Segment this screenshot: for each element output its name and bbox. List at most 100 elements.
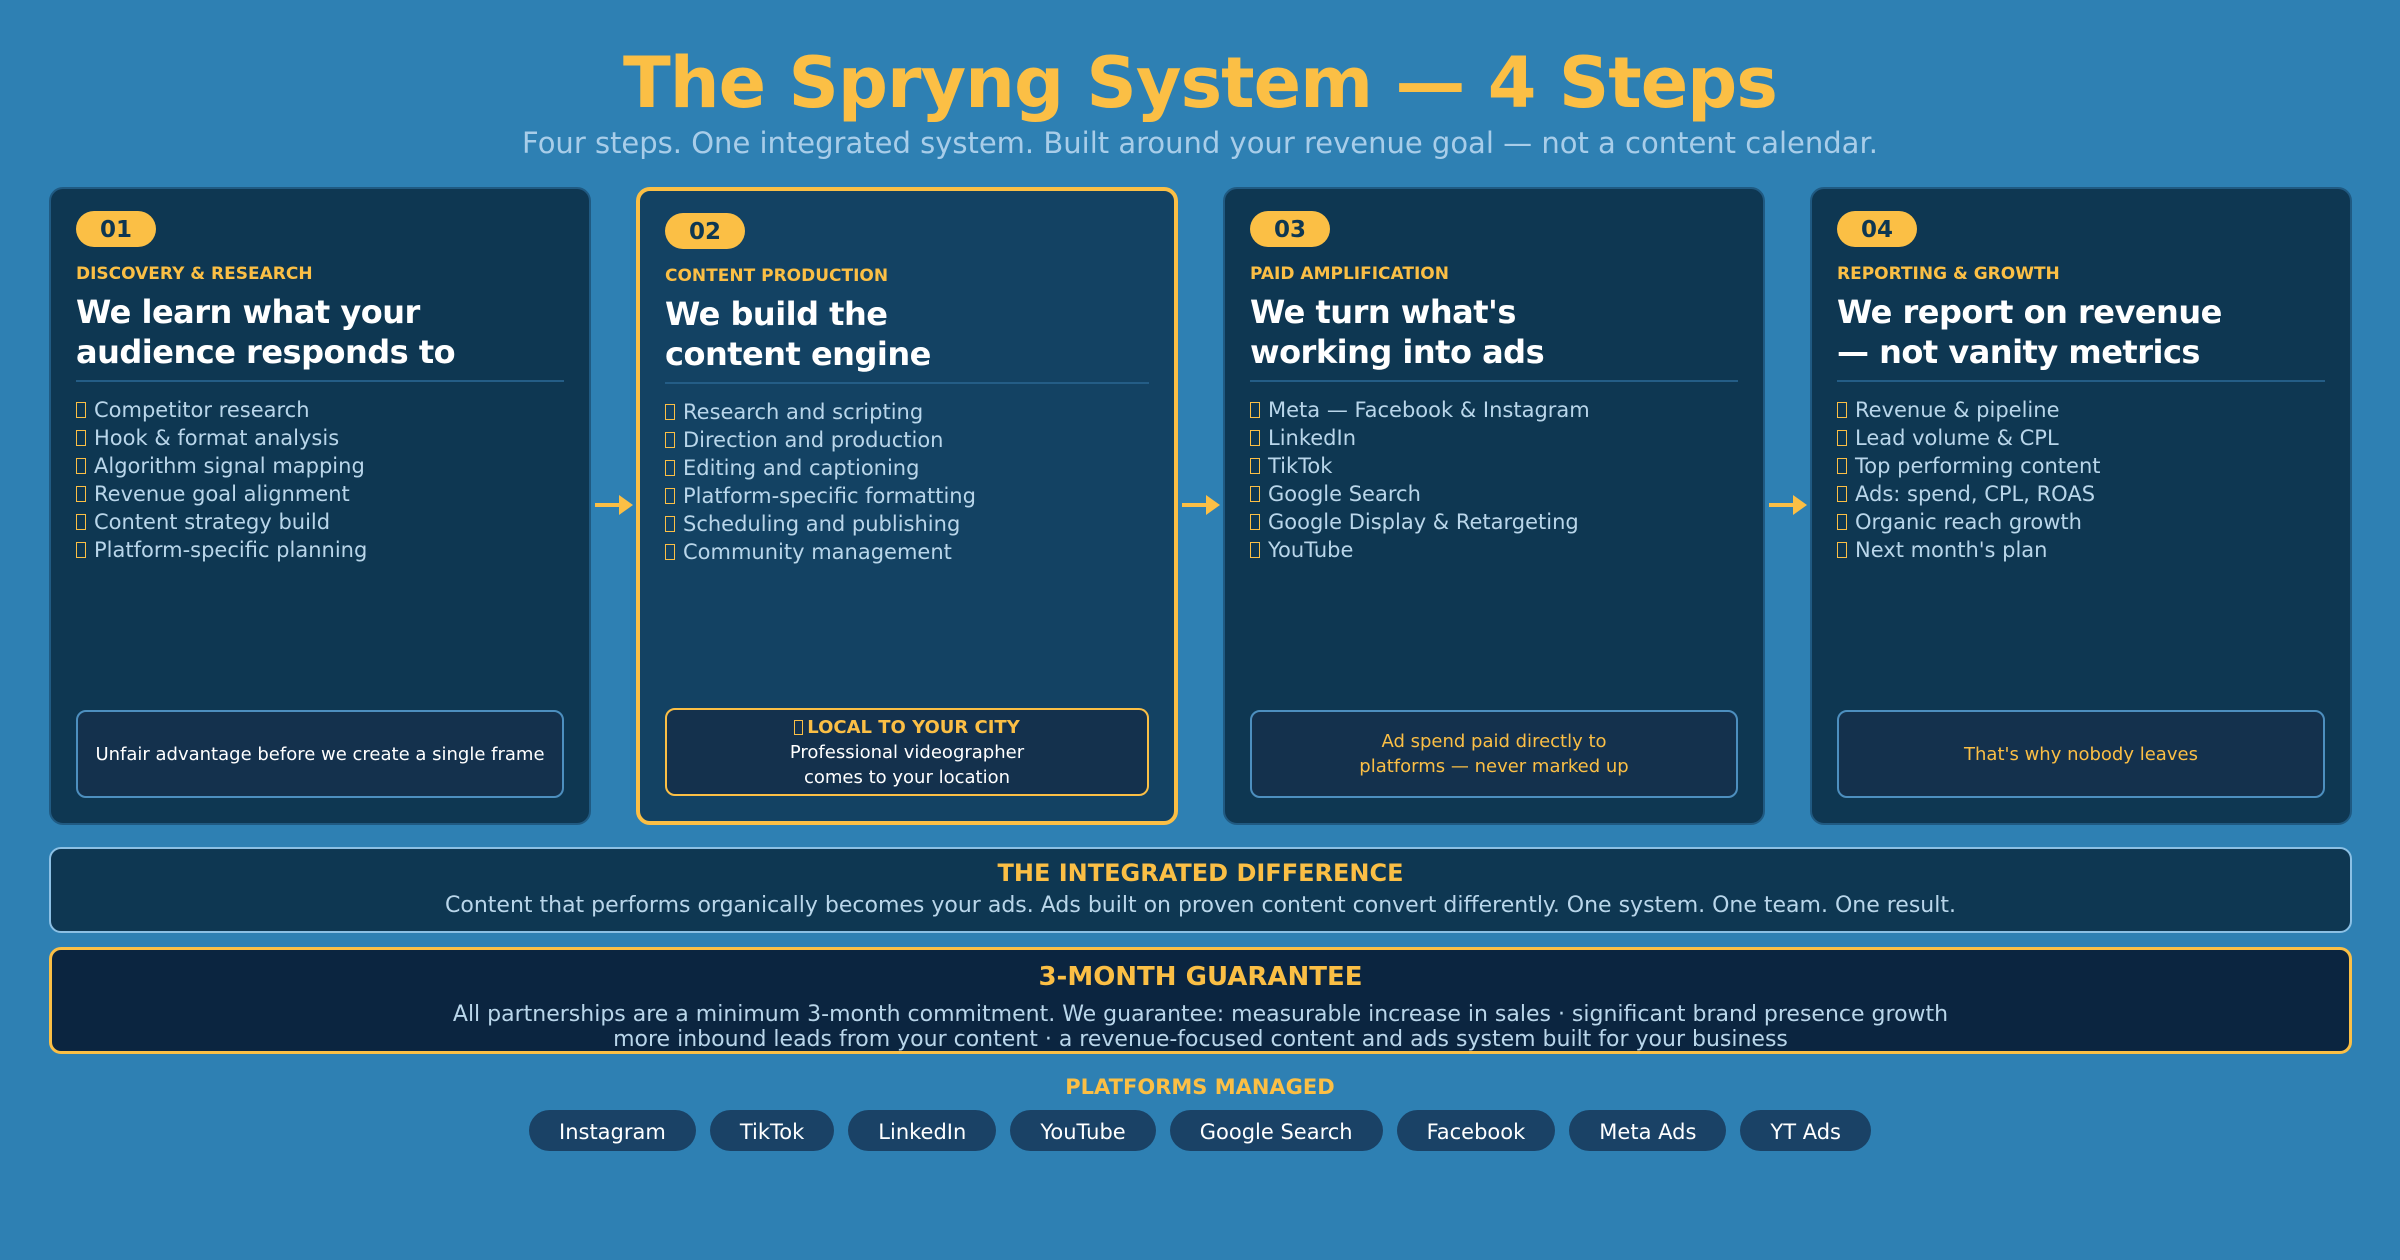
platform-pills: Instagram TikTok LinkedIn YouTube Google Sea…	[0, 1110, 2400, 1151]
bullet-icon	[1837, 430, 1847, 446]
bullet-icon	[665, 488, 675, 504]
step-number-badge: 01	[76, 211, 156, 247]
integrated-text: Content that performs organically become…	[445, 893, 1956, 918]
bullet-icon	[665, 404, 675, 420]
bullet-icon	[1250, 514, 1260, 530]
platforms-label: PLATFORMS MANAGED	[1065, 1075, 1335, 1099]
arrow-right-icon	[1182, 495, 1220, 515]
list-item-text: Revenue goal alignment	[94, 482, 350, 506]
callout-badge-text: LOCAL TO YOUR CITY	[807, 716, 1020, 738]
list-item-text: Research and scripting	[683, 400, 924, 424]
guarantee-line: more inbound leads from your content · a…	[613, 1027, 1788, 1052]
list-item: Direction and production	[665, 426, 1149, 454]
bullet-icon	[1837, 486, 1847, 502]
list-item-text: Google Display & Retargeting	[1268, 510, 1579, 534]
list-item-text: Top performing content	[1855, 454, 2101, 478]
step-number-badge: 02	[665, 213, 745, 249]
step-label: DISCOVERY & RESEARCH	[76, 264, 313, 284]
list-item: Top performing content	[1837, 452, 2325, 480]
callout-text: platforms — never marked up	[1359, 756, 1629, 777]
step-label: CONTENT PRODUCTION	[665, 266, 889, 286]
callout-text: Ad spend paid directly to	[1381, 731, 1607, 752]
platform-pill: Instagram	[529, 1110, 696, 1151]
guarantee-line: All partnerships are a minimum 3-month c…	[452, 1002, 1949, 1027]
platform-pill: Meta Ads	[1569, 1110, 1727, 1151]
step-heading-line: audience responds to	[76, 333, 456, 371]
bullet-icon	[665, 460, 675, 476]
guarantee-box: 3-MONTH GUARANTEE All partnerships are a…	[49, 947, 2352, 1054]
list-item: Hook & format analysis	[76, 424, 564, 452]
callout-box: Unfair advantage before we create a sing…	[76, 710, 564, 798]
list-item-text: Revenue & pipeline	[1855, 398, 2060, 422]
step-heading-line: We build the	[665, 295, 888, 333]
step-heading-line: We learn what your	[76, 293, 420, 331]
platform-pill: TikTok	[709, 1110, 835, 1151]
list-item-text: Scheduling and publishing	[683, 512, 961, 536]
step-label: REPORTING & GROWTH	[1837, 264, 2060, 284]
step-label: PAID AMPLIFICATION	[1250, 264, 1449, 284]
bullet-icon	[665, 432, 675, 448]
list-item-text: Meta — Facebook & Instagram	[1268, 398, 1590, 422]
arrow-right-icon	[1769, 495, 1807, 515]
bullet-icon	[1250, 542, 1260, 558]
list-item: YouTube	[1250, 536, 1738, 564]
callout-box: LOCAL TO YOUR CITY Professional videograp…	[665, 708, 1149, 796]
list-item-text: TikTok	[1268, 454, 1333, 478]
list-item-text: Platform-specific formatting	[683, 484, 976, 508]
list-item-text: Next month's plan	[1855, 538, 2048, 562]
list-item-text: Algorithm signal mapping	[94, 454, 365, 478]
callout-text: comes to your location	[803, 766, 1011, 788]
list-item: Revenue goal alignment	[76, 480, 564, 508]
platform-pill: YT Ads	[1740, 1110, 1871, 1151]
list-item: LinkedIn	[1250, 424, 1738, 452]
list-item: Google Search	[1250, 480, 1738, 508]
callout-text: Unfair advantage before we create a sing…	[95, 743, 545, 765]
bullet-icon	[665, 516, 675, 532]
list-item: Scheduling and publishing	[665, 510, 1149, 538]
step-number-badge: 03	[1250, 211, 1330, 247]
list-item: Algorithm signal mapping	[76, 452, 564, 480]
callout-text: That's why nobody leaves	[1964, 743, 2198, 765]
guarantee-heading: 3-MONTH GUARANTEE	[1038, 962, 1363, 992]
bullet-icon	[665, 544, 675, 560]
platform-pill: YouTube	[1010, 1110, 1156, 1151]
bullet-icon	[76, 542, 86, 558]
bullet-icon	[76, 430, 86, 446]
list-item: Organic reach growth	[1837, 508, 2325, 536]
list-item-text: Community management	[683, 540, 952, 564]
platform-pill: Facebook	[1396, 1110, 1556, 1151]
list-item: Editing and captioning	[665, 454, 1149, 482]
list-item: Google Display & Retargeting	[1250, 508, 1738, 536]
list-item-text: LinkedIn	[1268, 426, 1357, 450]
platform-pill: Google Search	[1169, 1110, 1383, 1151]
list-item-text: Ads: spend, CPL, ROAS	[1855, 482, 2096, 506]
step-heading: We report on revenue— not vanity metrics	[1837, 292, 2325, 382]
list-item-text: Lead volume & CPL	[1855, 426, 2059, 450]
callout-text: Professional videographer	[789, 741, 1025, 763]
list-item: Lead volume & CPL	[1837, 424, 2325, 452]
step-heading-line: content engine	[665, 335, 931, 373]
integrated-difference-box: THE INTEGRATED DIFFERENCE Content that p…	[49, 847, 2352, 933]
list-item: Meta — Facebook & Instagram	[1250, 396, 1738, 424]
integrated-heading: THE INTEGRATED DIFFERENCE	[997, 859, 1404, 887]
bullet-icon	[76, 402, 86, 418]
step-heading-line: We turn what's	[1250, 293, 1516, 331]
platform-pill: LinkedIn	[848, 1110, 997, 1151]
arrow-right-icon	[595, 495, 633, 515]
bullet-icon	[1837, 458, 1847, 474]
list-item: Next month's plan	[1837, 536, 2325, 564]
location-pin-icon	[794, 719, 804, 735]
callout-badge: LOCAL TO YOUR CITY	[794, 715, 1020, 740]
list-item-text: Google Search	[1268, 482, 1421, 506]
list-item-text: Content strategy build	[94, 510, 331, 534]
step-card-01: 01 DISCOVERY & RESEARCH We learn what yo…	[49, 187, 591, 825]
bullet-icon	[1250, 458, 1260, 474]
step-number-badge: 04	[1837, 211, 1917, 247]
bullet-icon	[1837, 402, 1847, 418]
